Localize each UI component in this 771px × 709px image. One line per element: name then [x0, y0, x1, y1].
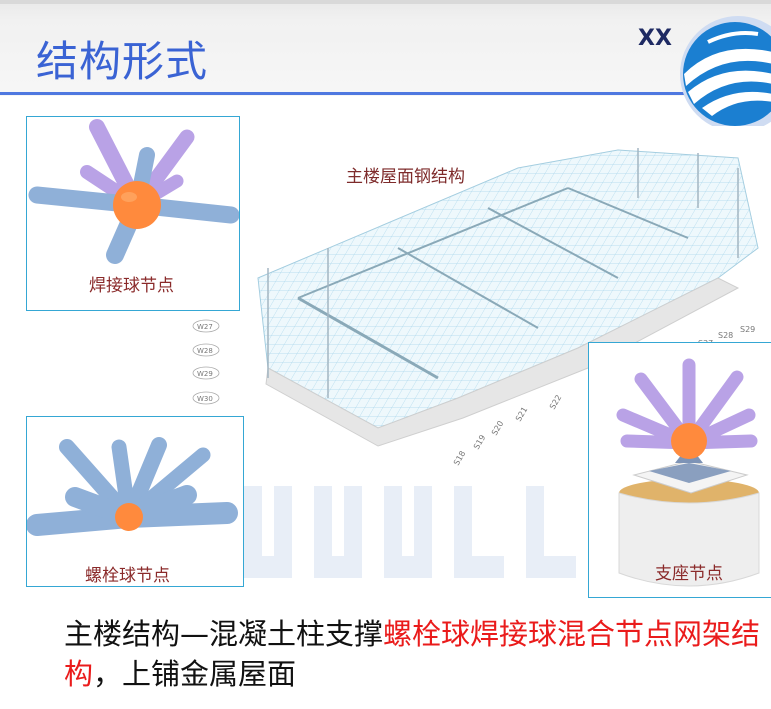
- summary-text-part2: ，上铺金属屋面: [93, 657, 297, 691]
- roof-steel-caption: 主楼屋面钢结构: [346, 167, 465, 187]
- header-divider: [0, 92, 771, 95]
- summary-highlight: 螺栓球焊接球混合节点网架结构: [64, 617, 761, 691]
- welded-ball-joint-panel: 焊接球节点: [26, 116, 240, 311]
- axis-label-s28: S28: [718, 331, 733, 340]
- background-watermark: [244, 486, 576, 578]
- header-top-line: [0, 0, 771, 4]
- axis-label-w29-left: W29: [197, 370, 213, 378]
- axis-label-w28-left: W28: [197, 347, 213, 355]
- support-joint-illustration: [616, 358, 760, 587]
- bolted-ball-joint-caption: 螺栓球节点: [85, 566, 170, 586]
- header-badge-text: XX: [638, 26, 672, 51]
- axis-label-w30-left: W30: [197, 395, 213, 403]
- logo-icon: [680, 16, 771, 126]
- header-bar: 结构形式 XX: [0, 0, 771, 96]
- axis-label-markers: W27 W28 W29 W30: [192, 319, 220, 405]
- bolted-ball-joint-panel: 螺栓球节点: [26, 416, 244, 587]
- summary-text-part1: 主楼结构—混凝土柱支撑: [64, 617, 384, 651]
- bolted-ball-joint-illustration: [27, 437, 238, 536]
- support-joint-panel: 支座节点: [588, 342, 771, 598]
- support-joint-caption: 支座节点: [655, 564, 723, 584]
- welded-ball-joint-caption: 焊接球节点: [89, 276, 174, 296]
- axis-label-w27-left: W27: [197, 323, 213, 331]
- page-title: 结构形式: [36, 37, 209, 86]
- structure-summary: 主楼结构—混凝土柱支撑螺栓球焊接球混合节点网架结构，上铺金属屋面: [64, 614, 764, 694]
- welded-ball-joint-illustration: [28, 119, 239, 264]
- axis-label-s29: S29: [740, 325, 755, 334]
